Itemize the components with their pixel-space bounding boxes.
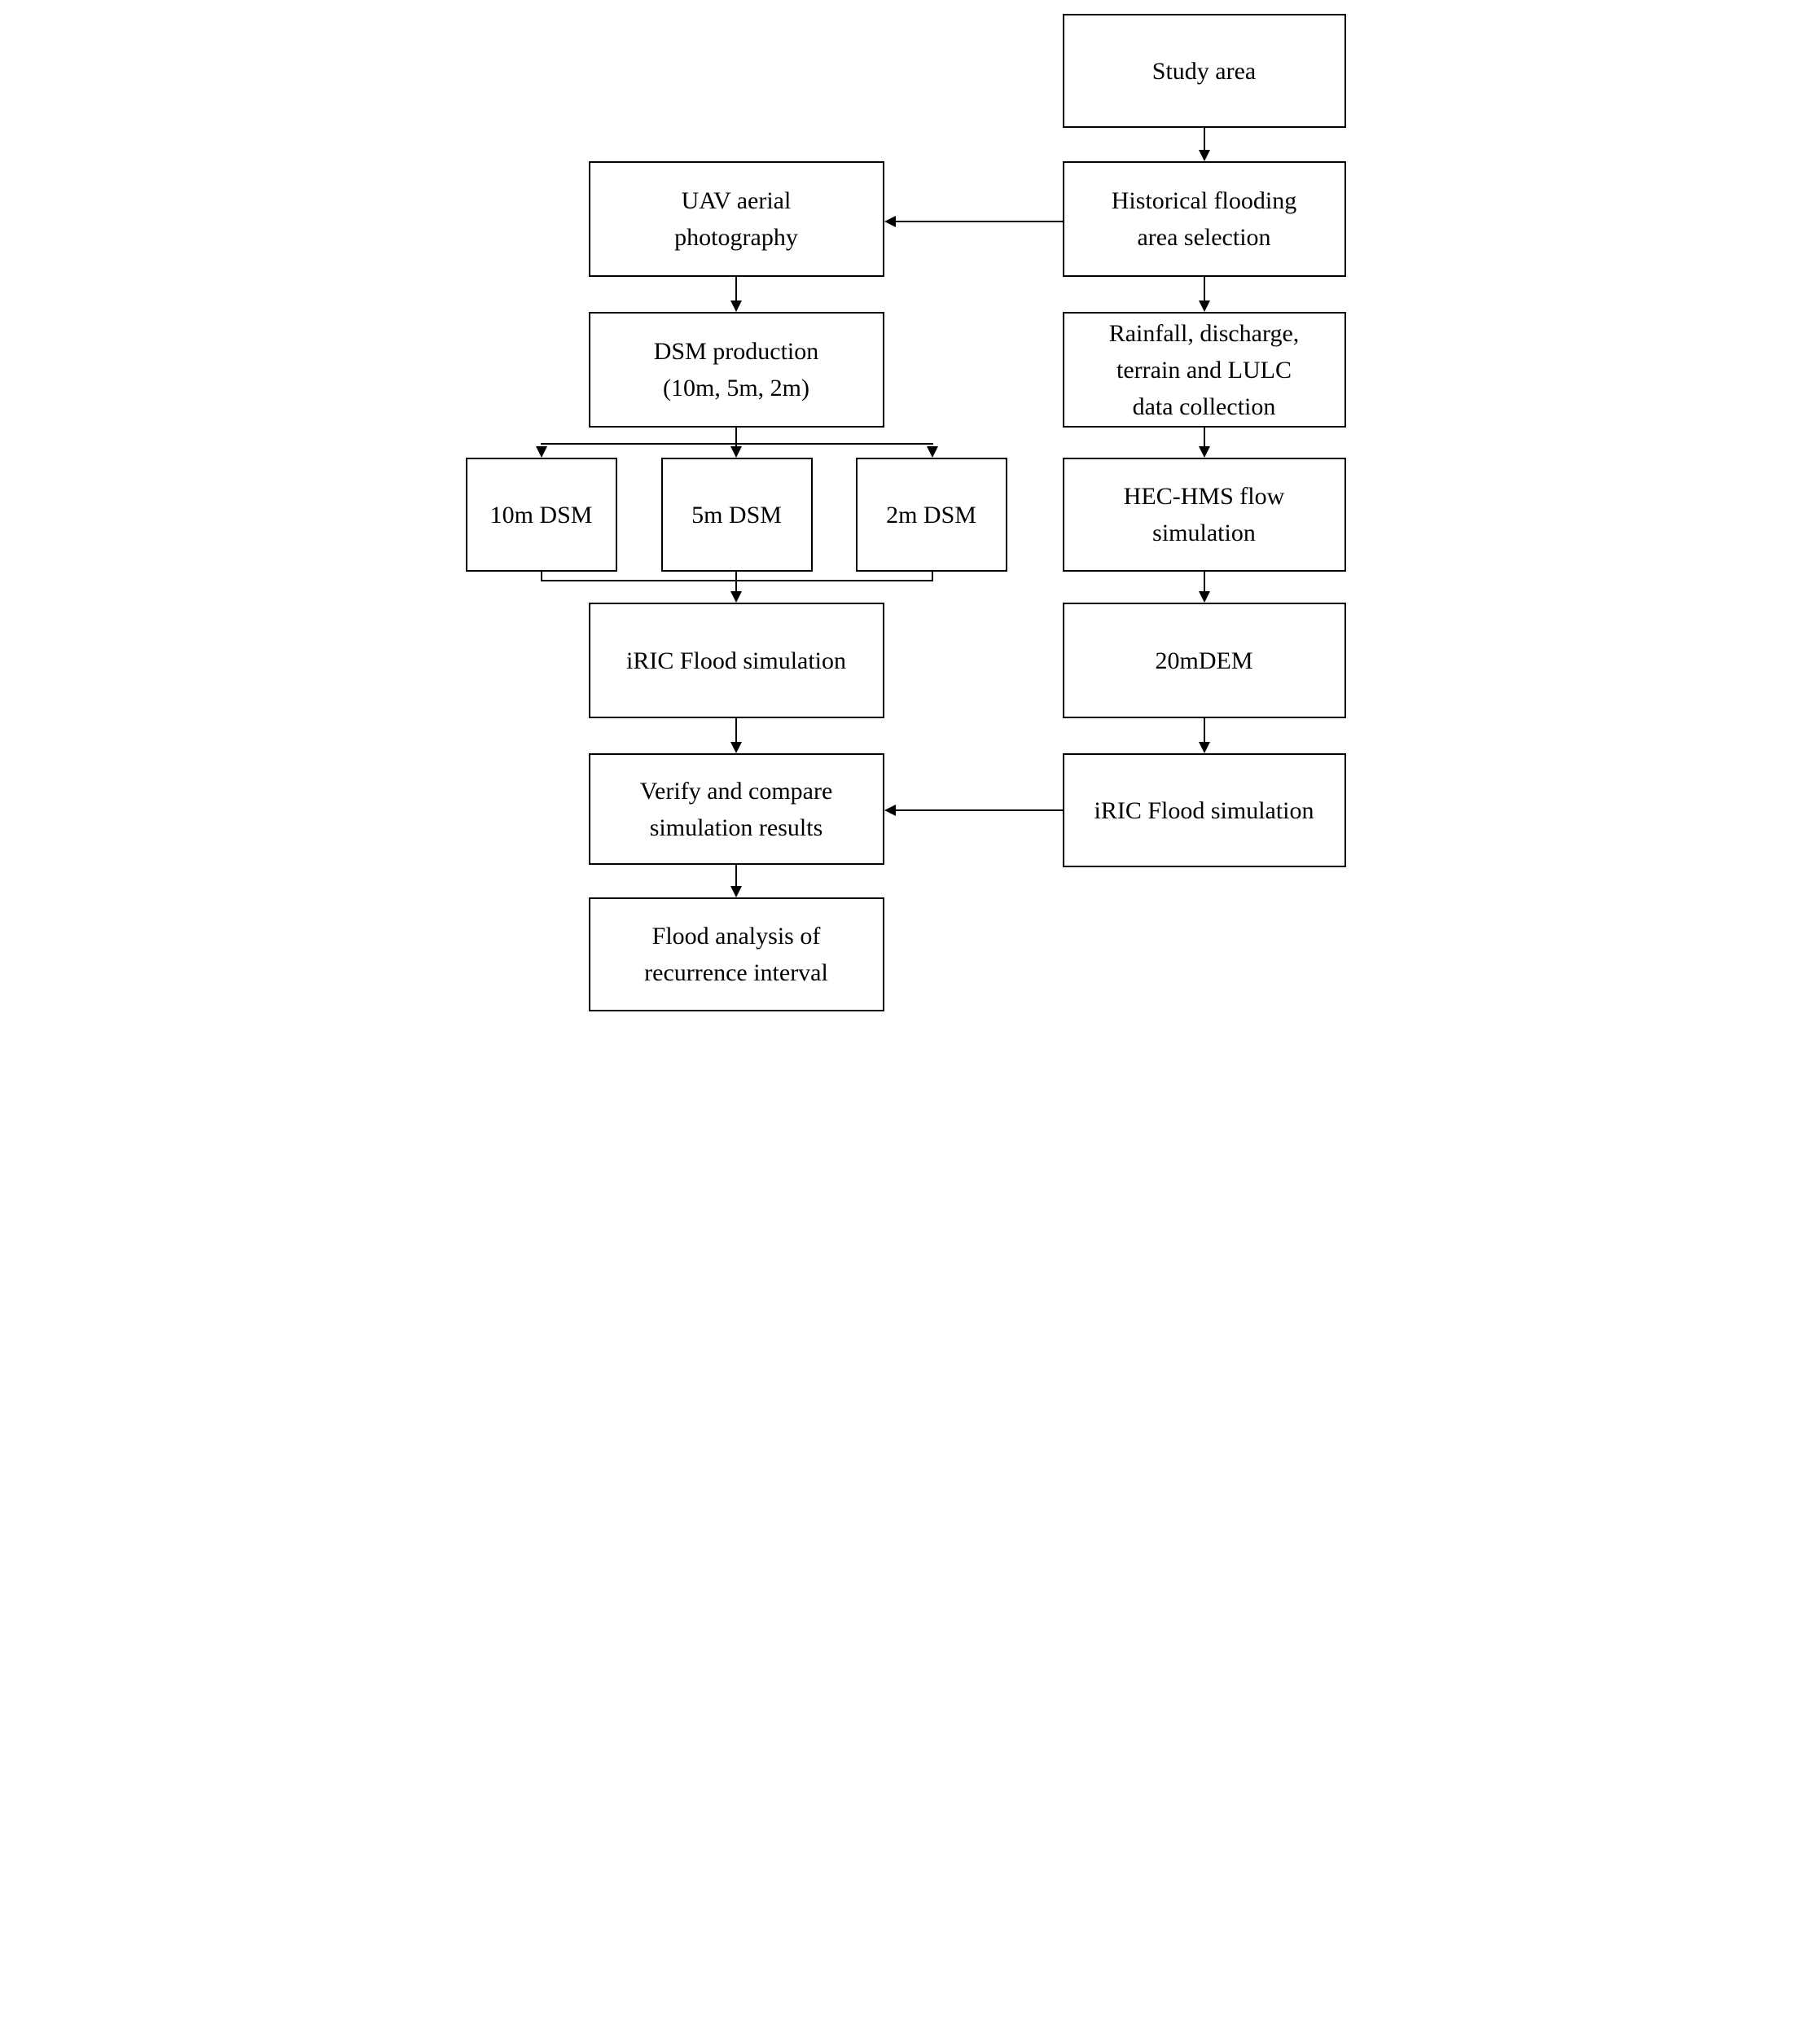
arrow-merge-to-iric-left	[735, 572, 737, 592]
arrowhead-historical-to-uav	[884, 216, 896, 227]
node-2m-dsm-label: 2m DSM	[886, 501, 976, 529]
arrowhead-historical-to-rainfall	[1198, 300, 1210, 312]
connector-historical-to-uav	[895, 221, 1063, 222]
arrow-hechms-to-dem	[1203, 572, 1205, 592]
node-study-area-label: Study area	[1151, 57, 1257, 85]
node-20m-dem-label: 20mDEM	[1155, 647, 1253, 674]
arrow-verify-to-flood	[735, 865, 737, 887]
arrowhead-iric-right-to-verify	[884, 805, 896, 816]
node-historical-flooding-label: Historical flooding area selection	[1111, 187, 1297, 251]
node-iric-flood-simulation-right: iRIC Flood simulation	[1062, 753, 1346, 867]
arrowhead-iric-left-to-verify	[730, 742, 742, 753]
arrowhead-branch-to-2m	[926, 446, 938, 458]
node-5m-dsm-label: 5m DSM	[691, 501, 782, 529]
node-rainfall-data-collection-label: Rainfall, discharge, terrain and LULC da…	[1108, 319, 1300, 420]
node-iric-flood-simulation-left: iRIC Flood simulation	[588, 603, 884, 718]
node-hec-hms-label: HEC-HMS flow simulation	[1123, 483, 1285, 546]
node-verify-compare-label: Verify and compare simulation results	[639, 777, 833, 841]
node-flood-analysis: Flood analysis of recurrence interval	[588, 897, 884, 1011]
merge-stub-2m	[931, 572, 933, 581]
node-iric-flood-simulation-right-label: iRIC Flood simulation	[1094, 796, 1314, 824]
arrow-historical-to-rainfall	[1203, 277, 1205, 301]
branch-stem-dsmprod	[735, 428, 737, 446]
node-hec-hms: HEC-HMS flow simulation	[1062, 458, 1346, 572]
merge-stub-10m	[540, 572, 542, 581]
arrowhead-uav-to-dsmprod	[730, 300, 742, 312]
arrowhead-rainfall-to-hechms	[1198, 446, 1210, 458]
arrow-study-to-historical	[1203, 128, 1205, 151]
connector-iric-right-to-verify	[895, 809, 1063, 811]
node-dsm-production: DSM production (10m, 5m, 2m)	[588, 312, 884, 428]
node-uav-aerial-photography: UAV aerial photography	[588, 161, 884, 277]
node-uav-aerial-photography-label: UAV aerial photography	[674, 187, 798, 251]
arrowhead-dem-to-iric-right	[1198, 742, 1210, 753]
node-10m-dsm: 10m DSM	[465, 458, 617, 572]
node-dsm-production-label: DSM production (10m, 5m, 2m)	[653, 338, 819, 401]
node-2m-dsm: 2m DSM	[855, 458, 1007, 572]
arrow-rainfall-to-hechms	[1203, 428, 1205, 447]
arrow-iric-left-to-verify	[735, 718, 737, 743]
arrowhead-verify-to-flood	[730, 886, 742, 897]
arrowhead-merge-to-iric-left	[730, 591, 742, 603]
flowchart-figure: Study area Historical flooding area sele…	[454, 0, 1362, 1022]
arrow-dem-to-iric-right	[1203, 718, 1205, 743]
node-iric-flood-simulation-left-label: iRIC Flood simulation	[625, 647, 847, 674]
node-20m-dem: 20mDEM	[1062, 603, 1346, 718]
node-historical-flooding: Historical flooding area selection	[1062, 161, 1346, 277]
arrowhead-study-to-historical	[1198, 150, 1210, 161]
node-10m-dsm-label: 10m DSM	[489, 501, 593, 529]
arrowhead-hechms-to-dem	[1198, 591, 1210, 603]
branch-line-dsmprod	[540, 443, 933, 445]
arrowhead-branch-to-5m	[730, 446, 742, 458]
node-study-area: Study area	[1062, 14, 1346, 128]
node-rainfall-data-collection: Rainfall, discharge, terrain and LULC da…	[1062, 312, 1346, 428]
node-verify-compare: Verify and compare simulation results	[588, 753, 884, 865]
node-flood-analysis-label: Flood analysis of recurrence interval	[644, 923, 828, 986]
node-5m-dsm: 5m DSM	[660, 458, 813, 572]
arrow-uav-to-dsmprod	[735, 277, 737, 301]
arrowhead-branch-to-10m	[535, 446, 547, 458]
merge-line-dsm	[540, 580, 933, 581]
